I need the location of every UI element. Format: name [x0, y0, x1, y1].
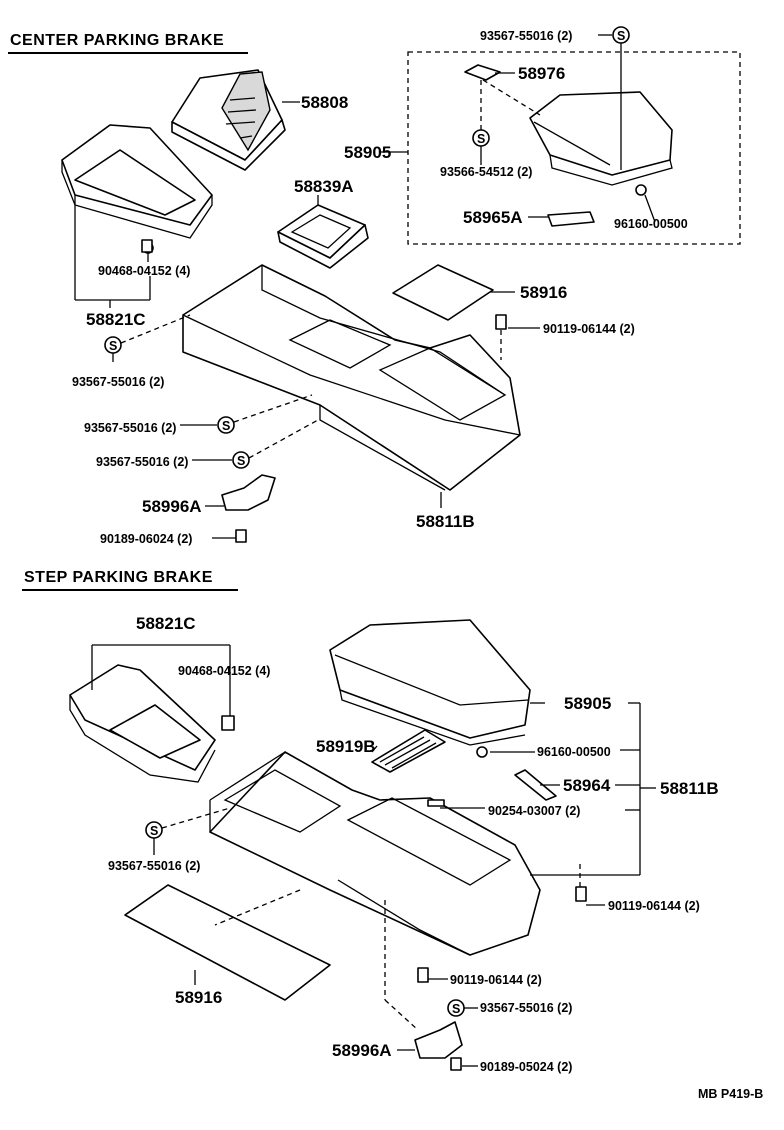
label-58916: 58916 [520, 283, 567, 302]
step-bracket-drawing [414, 1021, 463, 1059]
mat-drawing [392, 264, 494, 321]
label-58808: 58808 [301, 93, 348, 112]
armrest-assembly-box [407, 51, 741, 245]
svg-text:S: S [222, 419, 230, 433]
label-58839A: 58839A [294, 177, 354, 196]
label-step-90254: 90254-03007 (2) [488, 804, 580, 818]
label-step-96160: 96160-00500 [537, 745, 611, 759]
label-58905: 58905 [344, 143, 391, 162]
hinge-drawing [547, 211, 595, 227]
bolt-drawings [141, 184, 647, 543]
step-clip-drawing [514, 769, 557, 801]
label-step-58996A: 58996A [332, 1041, 392, 1060]
label-step-90119-bottom: 90119-06144 (2) [450, 973, 542, 987]
label-93567-a: 93567-55016 (2) [84, 421, 176, 435]
label-58821C: 58821C [86, 310, 146, 329]
svg-text:S: S [109, 339, 117, 353]
label-90189: 90189-06024 (2) [100, 532, 192, 546]
svg-text:S: S [452, 1002, 460, 1016]
step-mat-drawing [124, 884, 331, 1001]
label-90119: 90119-06144 (2) [543, 322, 635, 336]
leader-lines-center [74, 34, 656, 539]
svg-text:S: S [237, 454, 245, 468]
section-title-step: STEP PARKING BRAKE [24, 569, 213, 586]
shift-boot-drawing [171, 69, 286, 171]
step-nut-drawing [476, 746, 488, 758]
label-step-58919B: 58919B [316, 737, 376, 756]
section-title-center: CENTER PARKING BRAKE [10, 32, 224, 49]
washer-symbols-step: S S [145, 821, 465, 1017]
svg-text:S: S [150, 824, 158, 838]
label-step-58916: 58916 [175, 988, 222, 1007]
label-96160: 96160-00500 [614, 217, 688, 231]
label-58976: 58976 [518, 64, 565, 83]
step-armrest-drawing [329, 619, 531, 746]
label-step-58905: 58905 [564, 694, 611, 713]
console-body-drawing [182, 264, 521, 491]
step-bolt-drawings [417, 799, 587, 1071]
label-step-93567-bottom: 93567-55016 (2) [480, 1001, 572, 1015]
step-console-body-drawing [209, 751, 541, 956]
label-58811B: 58811B [416, 512, 475, 531]
label-93567-b: 93567-55016 (2) [96, 455, 188, 469]
label-step-90119-right: 90119-06144 (2) [608, 899, 700, 913]
label-step-90468: 90468-04152 (4) [178, 664, 270, 678]
label-step-93567-left: 93567-55016 (2) [108, 859, 200, 873]
step-lid-drawing [371, 729, 446, 773]
label-step-58811B: 58811B [660, 779, 719, 798]
leader-lines-step [91, 644, 656, 1067]
bracket-drawing [221, 474, 276, 511]
label-step-90189: 90189-05024 (2) [480, 1060, 572, 1074]
svg-text:S: S [617, 29, 625, 43]
label-93567-left: 93567-55016 (2) [72, 375, 164, 389]
label-93567-top: 93567-55016 (2) [480, 29, 572, 43]
label-step-58964: 58964 [563, 776, 611, 795]
svg-text:S: S [477, 132, 485, 146]
label-93566: 93566-54512 (2) [440, 165, 532, 179]
step-tray-drawing [69, 664, 235, 783]
figure-code: MB P419-B [698, 1087, 763, 1101]
console-tray-drawing [61, 124, 213, 254]
label-58996A: 58996A [142, 497, 202, 516]
label-step-58821C: 58821C [136, 614, 196, 633]
bracket-drawing [464, 64, 501, 81]
armrest-drawing [529, 91, 673, 186]
coin-box-drawing [277, 204, 369, 269]
label-90468: 90468-04152 (4) [98, 264, 190, 278]
label-58965A: 58965A [463, 208, 523, 227]
